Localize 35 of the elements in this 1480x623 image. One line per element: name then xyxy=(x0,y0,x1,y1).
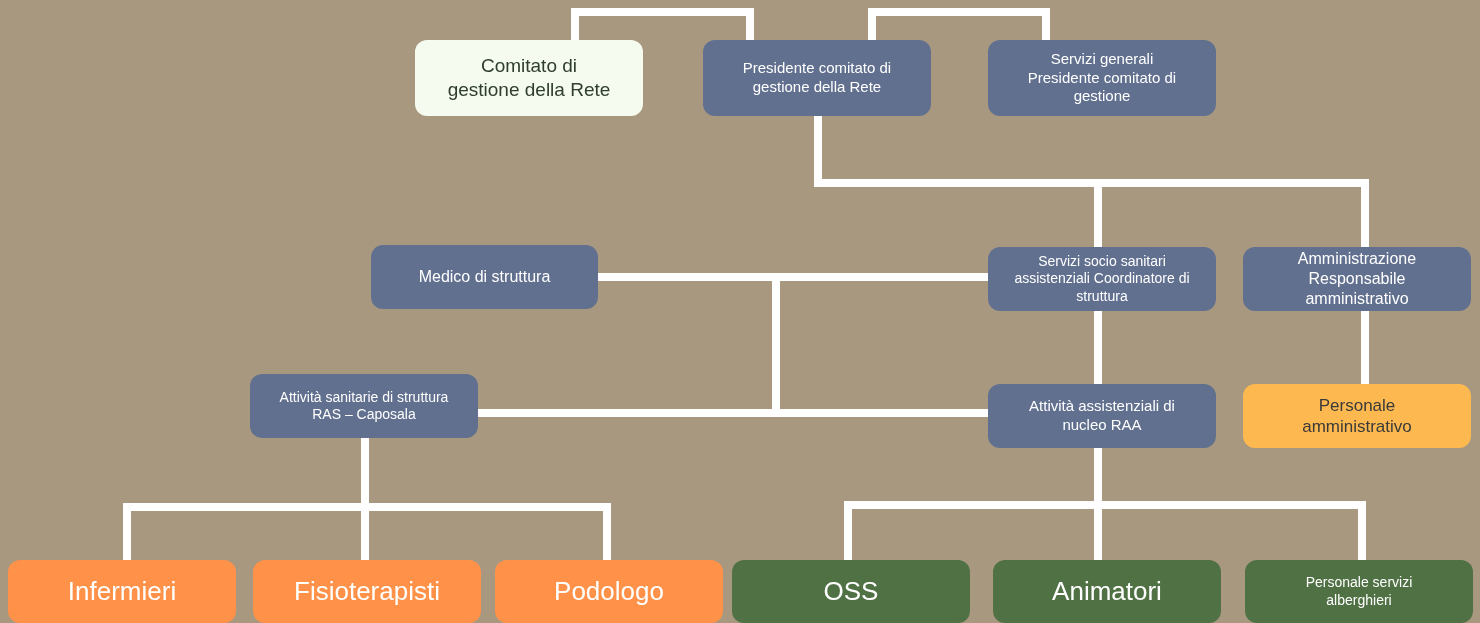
connector-line xyxy=(814,116,1369,247)
box-label: Comitato di gestione della Rete xyxy=(446,54,612,102)
connector-line xyxy=(1361,311,1369,384)
box-label: Medico di struttura xyxy=(418,267,551,287)
box-label: Fisioterapisti xyxy=(294,575,440,608)
box-label: Attività sanitarie di struttura RAS – Caposala xyxy=(278,388,450,424)
box-label: Podologo xyxy=(554,575,664,608)
box-label: Servizi socio sanitari assistenziali Coordinatore di struttura xyxy=(1013,252,1191,306)
org-box xyxy=(1243,384,1471,448)
box-label: Animatori xyxy=(1052,575,1162,608)
org-box xyxy=(988,40,1216,116)
box-label: Personale amministrativo xyxy=(1301,394,1413,438)
org-box xyxy=(495,560,723,623)
org-box xyxy=(703,40,931,116)
org-box xyxy=(371,245,598,309)
org-box xyxy=(732,560,970,623)
org-box xyxy=(1245,560,1473,623)
box-label: Infermieri xyxy=(67,575,177,608)
org-box xyxy=(253,560,481,623)
box-label: Personale servizi alberghieri xyxy=(1304,574,1414,609)
box-label: Amministrazione Responsabile amministrativo xyxy=(1296,249,1418,309)
org-box xyxy=(1243,247,1471,311)
connector-line xyxy=(868,8,1050,40)
org-box xyxy=(993,560,1221,623)
org-box xyxy=(988,384,1216,448)
org-box xyxy=(250,374,478,438)
connector-line xyxy=(571,8,754,40)
box-label: Servizi generali Presidente comitato di gestione xyxy=(1026,49,1178,107)
box-label: Presidente comitato di gestione della Rete xyxy=(741,59,893,97)
connector-line xyxy=(1094,311,1102,384)
box-label: Attività assistenziali di nucleo RAA xyxy=(1028,397,1176,435)
org-box xyxy=(988,247,1216,311)
org-box xyxy=(8,560,236,623)
org-box xyxy=(415,40,643,116)
box-label: OSS xyxy=(823,575,879,608)
